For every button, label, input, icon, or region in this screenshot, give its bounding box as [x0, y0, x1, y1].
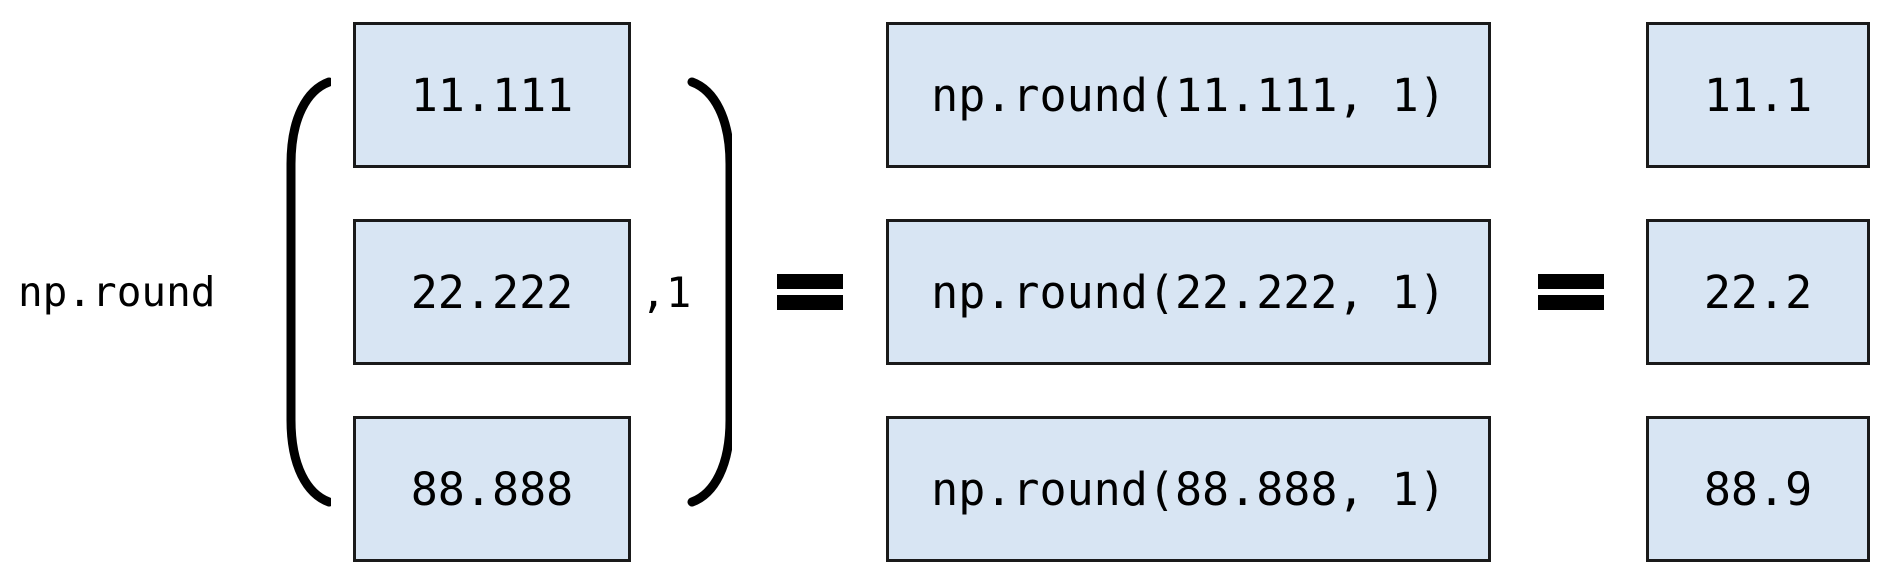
function-name-label: np.round — [18, 268, 216, 316]
right-parenthesis-icon — [687, 77, 732, 507]
result-value-box: 11.1 — [1646, 22, 1870, 168]
result-value-box: 22.2 — [1646, 219, 1870, 365]
second-argument-label: ,1 — [640, 267, 692, 317]
equals-icon — [1538, 274, 1604, 310]
input-value-box: 11.111 — [353, 22, 631, 168]
equals-bottom-bar — [777, 295, 843, 310]
expression-box: np.round(88.888, 1) — [886, 416, 1491, 562]
equals-top-bar — [777, 274, 843, 289]
left-parenthesis-icon — [286, 77, 331, 507]
equals-top-bar — [1538, 274, 1604, 289]
expression-box: np.round(22.222, 1) — [886, 219, 1491, 365]
input-value-box: 88.888 — [353, 416, 631, 562]
equals-bottom-bar — [1538, 295, 1604, 310]
equals-icon — [777, 274, 843, 310]
result-value-box: 88.9 — [1646, 416, 1870, 562]
expression-box: np.round(11.111, 1) — [886, 22, 1491, 168]
input-value-box: 22.222 — [353, 219, 631, 365]
